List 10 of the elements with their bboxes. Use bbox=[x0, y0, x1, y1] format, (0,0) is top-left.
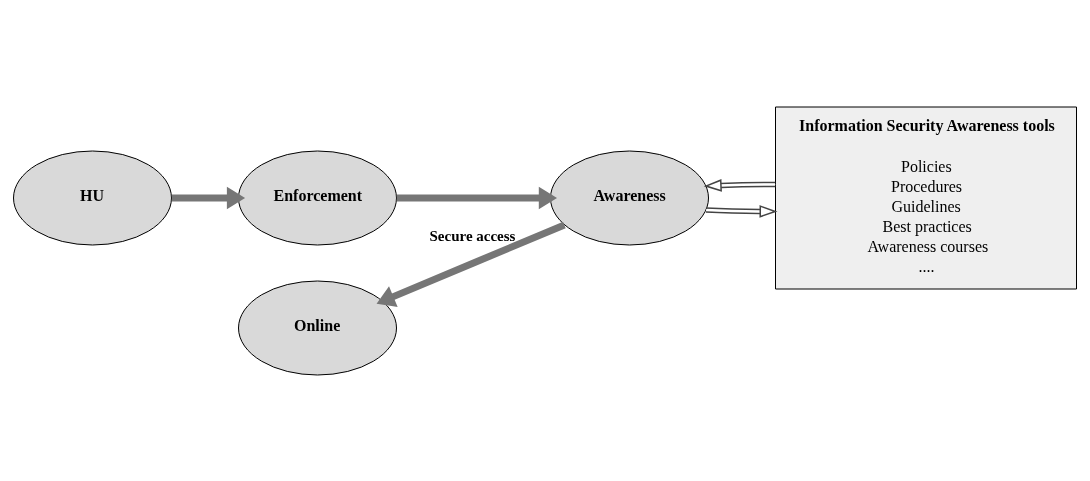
node-ellipse: Awareness bbox=[550, 150, 709, 245]
arrow bbox=[705, 204, 778, 218]
node-box: Information Security Awareness tools Policies Procedures Guidelines Best practices Awareness courses .... bbox=[775, 106, 1077, 289]
arrow bbox=[376, 221, 566, 307]
arrow bbox=[396, 186, 557, 209]
node-ellipse: HU bbox=[13, 150, 172, 245]
node-ellipse: Enforcement bbox=[238, 150, 397, 245]
arrow bbox=[703, 178, 776, 192]
edge-label: Secure access bbox=[429, 227, 516, 244]
arrow bbox=[171, 186, 246, 209]
